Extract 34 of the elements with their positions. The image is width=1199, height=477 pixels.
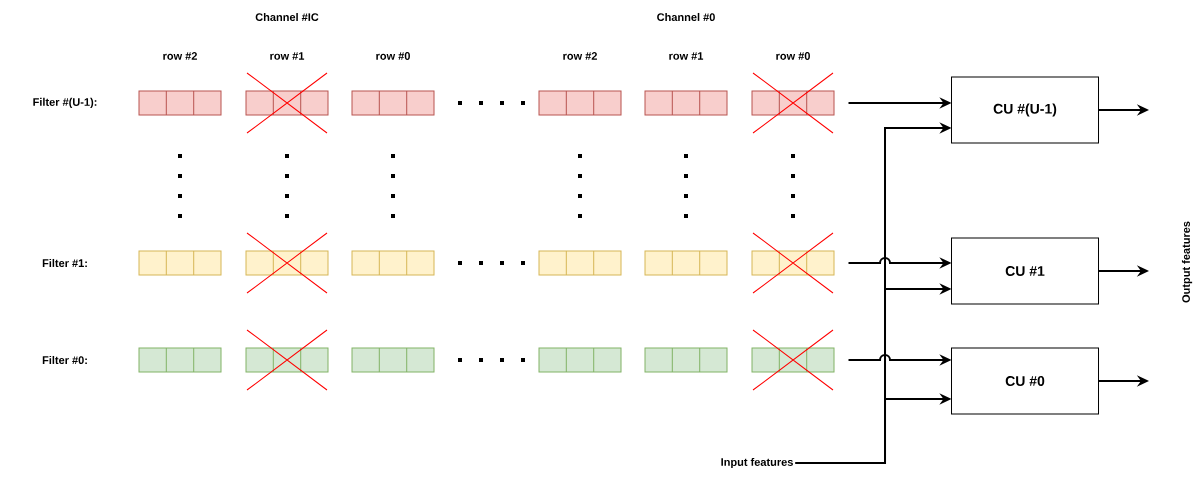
- text-label: Output features: [1181, 221, 1193, 303]
- filter-row-bar: [351, 90, 435, 116]
- text-label: Filter #1:: [42, 258, 87, 268]
- text-label: row #0: [376, 52, 410, 60]
- filter-row-bar: [245, 250, 329, 276]
- filter-row-bar: [644, 347, 728, 373]
- filter-row-bar: [138, 90, 222, 116]
- filter-row-bar: [644, 250, 728, 276]
- filter-row-bar: [538, 347, 622, 373]
- filter-row-bar: [245, 90, 329, 116]
- text-label: Filter #(U-1):: [33, 97, 97, 109]
- filter-row-bar: [644, 90, 728, 116]
- text-label: Channel #0: [657, 12, 715, 22]
- text-label: Filter #0:: [42, 355, 87, 365]
- filter-row-bar: [351, 250, 435, 276]
- filter-row-bar: [245, 347, 329, 373]
- compute-unit-box: CU #1: [951, 237, 1099, 305]
- filter-row-bar: [351, 347, 435, 373]
- text-label: Channel #IC: [255, 12, 319, 22]
- filter-row-bar: [138, 347, 222, 373]
- filter-row-bar: [138, 250, 222, 276]
- text-label: row #2: [563, 52, 597, 60]
- text-label: row #2: [163, 52, 197, 60]
- filter-row-bar: [538, 90, 622, 116]
- text-label: row #1: [669, 52, 704, 60]
- input-label: Input features: [721, 457, 793, 469]
- filter-row-bar: [751, 90, 835, 116]
- filter-row-bar: [751, 347, 835, 373]
- filter-row-bar: [538, 250, 622, 276]
- text-label: row #0: [776, 52, 810, 60]
- filter-row-bar: [751, 250, 835, 276]
- compute-unit-box: CU #0: [951, 347, 1099, 415]
- text-label: row #1: [270, 52, 305, 60]
- compute-unit-box: CU #(U-1): [951, 76, 1099, 144]
